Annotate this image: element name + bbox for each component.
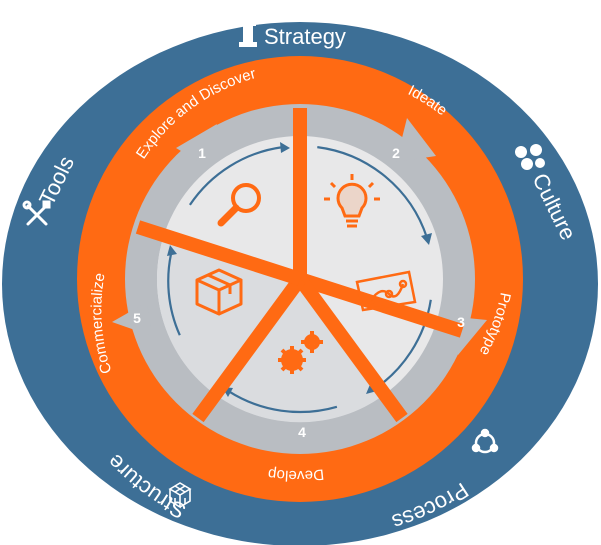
strategy-label-group: Strategy bbox=[239, 19, 346, 49]
flow-map-icon bbox=[355, 270, 417, 312]
lightbulb-icon bbox=[324, 174, 380, 228]
gears-icon bbox=[278, 331, 323, 374]
people-cluster-icon bbox=[515, 144, 545, 170]
stage-label-develop: Develop bbox=[267, 465, 325, 484]
stage-number-3: 3 bbox=[457, 314, 465, 330]
cube-blocks-icon bbox=[168, 482, 192, 509]
wedge-shade-5 bbox=[156, 235, 300, 395]
stage-number-5: 5 bbox=[133, 310, 141, 326]
divider-2-3 bbox=[297, 272, 465, 338]
stage-dividers bbox=[135, 108, 465, 423]
chess-rook-icon bbox=[239, 19, 257, 47]
divider-3-4 bbox=[294, 274, 408, 423]
arrow-tip-1 bbox=[176, 124, 217, 164]
process-cycle-icon bbox=[471, 428, 499, 454]
divider-4-5 bbox=[192, 274, 306, 423]
tools-icon bbox=[22, 200, 51, 226]
stage-numbers: 1 2 3 4 5 bbox=[133, 145, 465, 440]
arrow-tip-4 bbox=[280, 426, 311, 449]
package-box-icon bbox=[195, 268, 243, 316]
stage-number-1: 1 bbox=[198, 145, 206, 161]
stage-number-4: 4 bbox=[298, 424, 306, 440]
stage-number-2: 2 bbox=[392, 145, 400, 161]
arrow-tip-5 bbox=[112, 302, 152, 336]
magnifier-icon bbox=[217, 183, 261, 227]
arrow-tip-2 bbox=[396, 118, 436, 162]
divider-5-1 bbox=[135, 220, 303, 286]
ring-label-strategy: Strategy bbox=[264, 24, 346, 49]
